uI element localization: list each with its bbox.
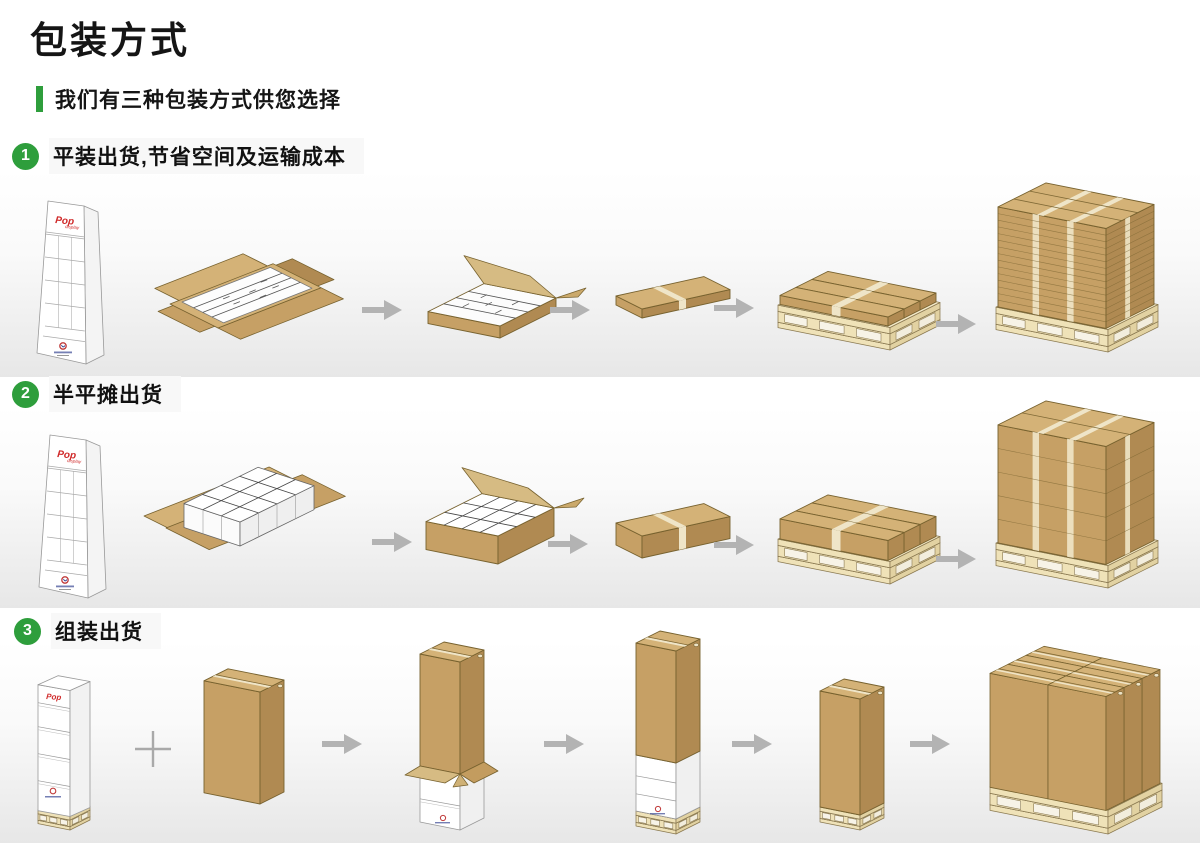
arrow-icon-7: [714, 531, 756, 559]
section-3-number-badge: 3: [14, 617, 41, 645]
stand-brand-pop: Pop: [46, 692, 62, 702]
assembled-unit-on-pallet: [796, 662, 896, 834]
section-2-header: 2 半平摊出货: [12, 376, 181, 412]
pallet-semiflat-cartons: [762, 478, 957, 588]
arrow-icon-2: [550, 296, 592, 324]
stand-brand-display: display: [67, 458, 82, 464]
semiflat-closed-carton: [606, 488, 738, 568]
arrow-icon-9: [322, 730, 364, 758]
semiflat-open-tray: [132, 462, 377, 568]
pallet-semiflat-carton-stack: [980, 396, 1175, 592]
carton-on-stand-with-pallet: [610, 622, 710, 837]
tall-carton: [188, 660, 286, 812]
assembled-shelf-stand: Pop: [28, 654, 122, 834]
flatpack-closed-carton: [606, 264, 738, 326]
flatpack-open-carton: [142, 244, 377, 350]
carton-lowered-over-stand: [396, 622, 526, 837]
section-3-label: 组装出货: [51, 613, 161, 649]
semiflat-carton-with-partitions: [398, 448, 598, 572]
arrow-icon-6: [548, 530, 590, 558]
arrow-icon-1: [362, 296, 404, 324]
stand-brand-display: display: [65, 224, 80, 230]
pallet-flat-carton-stack: [980, 180, 1172, 356]
section-1-header: 1 平装出货,节省空间及运输成本: [12, 138, 364, 174]
plus-icon: [132, 728, 174, 770]
arrow-icon-5: [372, 528, 414, 556]
flatpack-closing-carton: [400, 226, 600, 350]
page-title: 包装方式: [30, 20, 190, 61]
arrow-icon-12: [910, 730, 952, 758]
arrow-icon-8: [936, 545, 978, 573]
stand-brand-pop: Pop: [55, 215, 75, 228]
arrow-icon-11: [732, 730, 774, 758]
section-1-number-badge: 1: [12, 142, 39, 170]
arrow-icon-10: [544, 730, 586, 758]
subtitle-text: 我们有三种包装方式供您选择: [55, 89, 341, 112]
stand-brand-pop: Pop: [57, 449, 77, 462]
pallet-flat-cartons: [762, 262, 954, 354]
section-2-number-badge: 2: [12, 380, 39, 408]
pallet-assembled-units: [972, 628, 1182, 840]
section-2-label: 半平摊出货: [49, 376, 181, 412]
section-3-header: 3 组装出货: [14, 613, 161, 649]
section-1-label: 平装出货,节省空间及运输成本: [49, 138, 364, 174]
arrow-icon-4: [936, 310, 978, 338]
arrow-icon-3: [714, 294, 756, 322]
green-accent-bar: [36, 86, 43, 112]
subtitle-row: 我们有三种包装方式供您选择: [36, 84, 341, 114]
